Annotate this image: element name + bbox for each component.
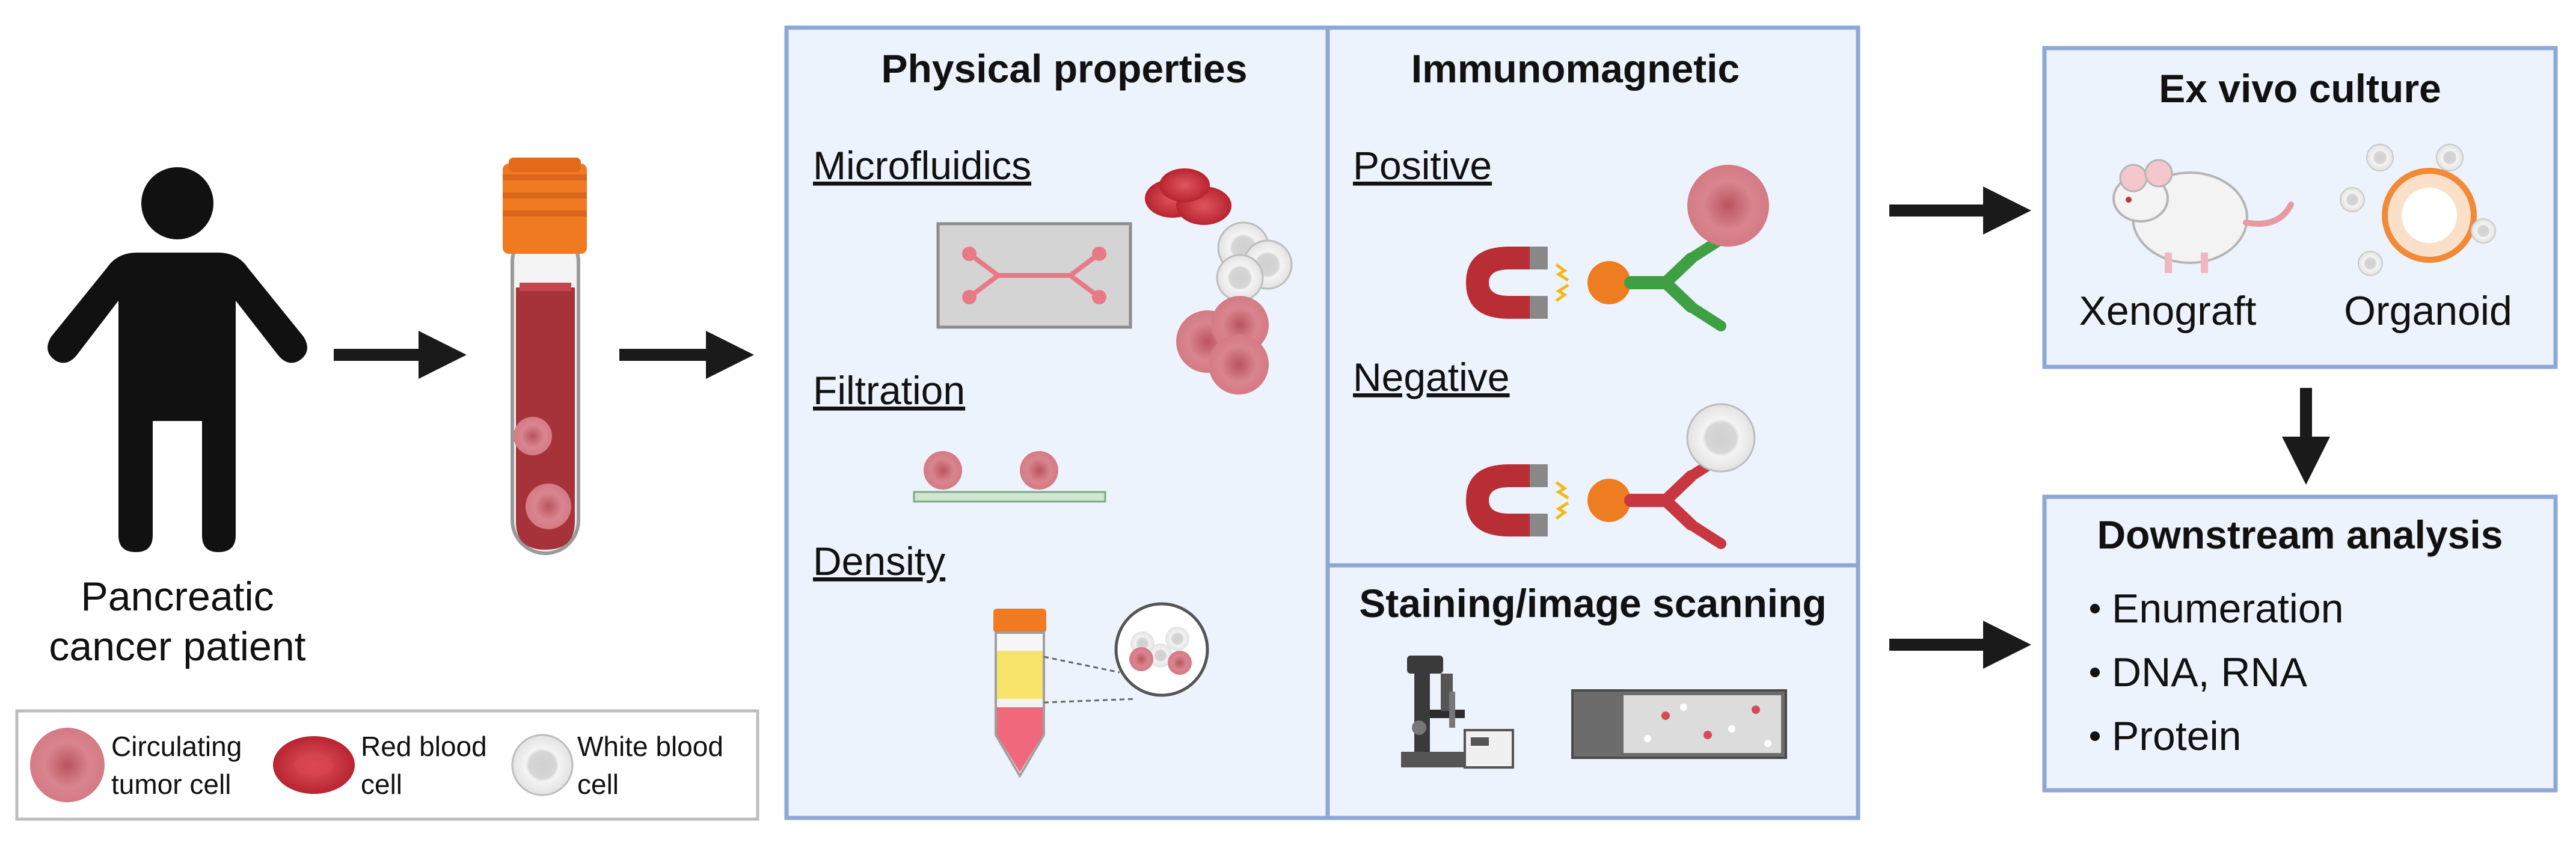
microfluidic-chip-icon — [936, 222, 1132, 329]
positive-label: Positive — [1353, 143, 1492, 188]
patient-figure: Pancreatic cancer patient — [48, 167, 307, 669]
organoid-label: Organoid — [2344, 288, 2512, 334]
immunomagnetic-panel: Immunomagnetic Positive Negative — [1325, 25, 1860, 568]
patient-label-line2: cancer patient — [49, 624, 305, 669]
positive-selection-icon — [1466, 165, 1769, 331]
patient-label-line1: Pancreatic — [81, 574, 274, 619]
physical-title: Physical properties — [882, 46, 1248, 91]
downstream-title: Downstream analysis — [2097, 512, 2503, 557]
downstream-item-3: Protein — [2112, 713, 2241, 759]
downstream-item-2: DNA, RNA — [2112, 650, 2308, 695]
xenograft-label: Xenograft — [2079, 288, 2257, 334]
mouse-icon — [2112, 159, 2294, 273]
legend-rbc-line2: cell — [361, 769, 402, 800]
legend-wbc-icon — [511, 734, 574, 796]
microscope-icon — [1401, 656, 1514, 769]
microfluidics-label: Microfluidics — [813, 143, 1031, 188]
blood-tube-icon — [503, 158, 587, 555]
tube-ctc-icon-2 — [526, 484, 571, 529]
tube-ctc-icon-1 — [514, 417, 552, 455]
exvivo-panel: Ex vivo culture Xenograft Organoid — [2042, 46, 2558, 369]
immuno-title: Immunomagnetic — [1411, 46, 1740, 91]
legend-wbc-line1: White blood — [577, 731, 723, 762]
scanned-slide-icon — [1571, 689, 1787, 759]
organoid-icon — [2340, 144, 2496, 276]
patient-body-icon — [48, 253, 307, 552]
microfluidics-wbc-icons — [1216, 221, 1293, 302]
filtration-label: Filtration — [813, 368, 965, 413]
legend: Circulating tumor cell Red blood cell Wh… — [15, 709, 759, 821]
negative-wbc-icon — [1686, 403, 1756, 473]
legend-ctc-icon — [30, 728, 105, 802]
microfluidics-ctc-icons — [1176, 296, 1269, 395]
negative-label: Negative — [1353, 355, 1510, 399]
density-label: Density — [813, 539, 945, 583]
microfluidics-rbc-icons — [1145, 168, 1231, 225]
negative-selection-icon — [1466, 403, 1756, 549]
exvivo-title: Ex vivo culture — [2159, 66, 2441, 111]
positive-ctc-icon — [1687, 165, 1769, 247]
downstream-panel: Downstream analysis Enumeration DNA, RNA… — [2042, 494, 2558, 793]
density-tube-icon — [993, 602, 1209, 778]
filtration-membrane-icon — [913, 451, 1106, 503]
downstream-item-1: Enumeration — [2112, 586, 2344, 631]
legend-rbc-line1: Red blood — [361, 731, 487, 762]
staining-title: Staining/image scanning — [1359, 581, 1826, 625]
legend-ctc-line2: tumor cell — [111, 769, 231, 800]
physical-properties-panel: Physical properties Microfluidics Filtra… — [784, 25, 1330, 820]
patient-head-icon — [141, 167, 213, 239]
legend-wbc-line2: cell — [577, 769, 619, 800]
staining-panel: Staining/image scanning — [1325, 563, 1860, 820]
legend-ctc-line1: Circulating — [111, 731, 242, 762]
